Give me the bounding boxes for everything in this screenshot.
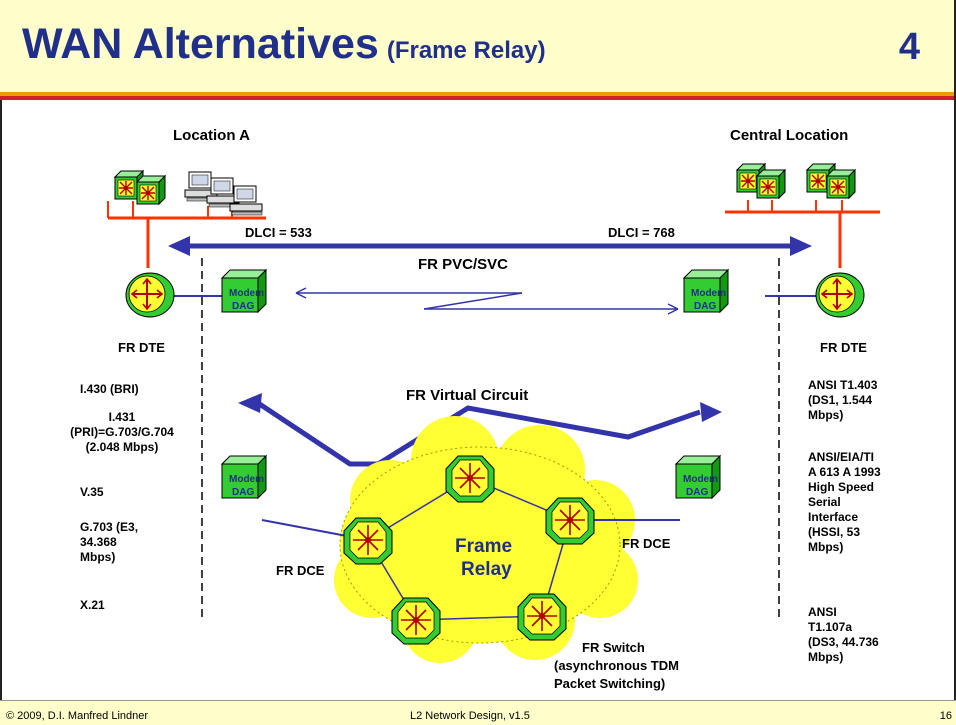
right-if-3-line1: ANSI [808,605,837,619]
modem-bottom-left: Modem DAG [221,455,267,499]
frame-border-left [0,100,2,700]
left-if-2-line1: I.431 [108,410,136,424]
location-a-label: Location A [173,127,250,144]
title-main: WAN Alternatives [22,20,379,68]
pvc-label: FR PVC/SVC [418,256,508,273]
right-interface-1: ANSI T1.403 (DS1, 1.544 Mbps) [808,378,877,423]
fr-dte-right-label: FR DTE [820,340,867,355]
right-if-2-line3: High Speed [808,480,875,494]
slide-header: WAN Alternatives (Frame Relay) 4 [0,0,956,92]
modem-bottom-left-text: Modem [229,474,264,485]
left-if-4-line3: Mbps) [80,550,116,564]
modem-bottom-right-dag: DAG [686,487,708,498]
header-divider-orange [0,92,956,96]
right-if-3-line4: Mbps) [808,650,844,664]
left-if-1-line: I.430 (BRI) [80,382,139,396]
right-if-2-line6: (HSSI, 53 [808,525,861,539]
modem-top-right: Modem DAG [683,269,729,313]
fr-switch-left [343,517,393,565]
fr-switch-bottom-right [517,593,567,641]
right-if-2-line5: Interface [808,510,859,524]
left-if-5-line: X.21 [80,598,105,612]
right-if-3-line2: T1.107a [808,620,853,634]
fr-switch-caption: FR Switch (asynchronous TDM Packet Switc… [554,640,679,691]
modem-bottom-left-dag: DAG [232,487,254,498]
left-interface-2: I.431 (PRI)=G.703/G.704 (2.048 Mbps) [58,410,186,455]
left-if-4-line2: 34.368 [80,535,117,549]
right-if-2-line4: Serial [808,495,841,509]
footer-slide-number: 16 [939,710,952,722]
fr-dce-left-label: FR DCE [276,563,325,578]
title-subtitle: (Frame Relay) [386,37,546,64]
right-if-2-line2: A 613 A 1993 [808,465,881,479]
fr-dte-right-router [815,272,865,318]
left-interface-4: G.703 (E3, 34.368 Mbps) [80,520,138,565]
header-divider-red [0,96,956,100]
modem-top-right-text: Modem [691,288,726,299]
right-if-1-line1: ANSI T1.403 [808,378,878,392]
right-if-2-line7: Mbps) [808,540,844,554]
cloud-label-line2: Relay [461,559,512,580]
left-if-3-line: V.35 [80,485,104,499]
fr-dce-right-label: FR DCE [622,536,671,551]
location-a-workstation-3 [229,185,263,216]
fr-switch-top [445,455,495,503]
left-if-2-line3: (2.048 Mbps) [85,440,159,454]
right-interface-2: ANSI/EIA/TI A 613 A 1993 High Speed Seri… [808,450,881,555]
leased-line-zigzag [295,287,679,315]
central-location-lan [725,163,880,268]
switch-caption-line2: (asynchronous TDM [554,658,679,673]
slide-title: WAN Alternatives (Frame Relay) [22,20,546,69]
modem-top-left: Modem DAG [221,269,267,313]
fr-switch-right [545,497,595,545]
right-interface-3: ANSI T1.107a (DS3, 44.736 Mbps) [808,605,879,665]
modem-top-left-text: Modem [229,288,264,299]
right-if-1-line3: Mbps) [808,408,844,422]
modem-top-left-dag: DAG [232,301,254,312]
left-interface-5: X.21 [80,598,105,613]
fr-dte-left-router [125,272,175,318]
switch-caption-line1: FR Switch [582,640,645,655]
section-number: 4 [898,26,920,68]
location-a-server-2 [136,175,166,205]
left-interface-1: I.430 (BRI) [80,382,139,397]
switch-caption-line3: Packet Switching) [554,676,665,691]
right-if-1-line2: (DS1, 1.544 [808,393,873,407]
right-if-3-line3: (DS3, 44.736 [808,635,879,649]
central-location-label: Central Location [730,127,848,144]
pvc-arrow [168,236,812,256]
cloud-label-line1: Frame [455,536,512,557]
fr-dte-left-label: FR DTE [118,340,165,355]
dlci-left-label: DLCI = 533 [245,225,312,240]
left-interface-3: V.35 [80,485,104,500]
modem-top-right-dag: DAG [694,301,716,312]
modem-bottom-right: Modem DAG [675,455,721,499]
frame-relay-diagram: Location A Central Location DLCI = 533 D… [107,127,880,691]
dlci-right-label: DLCI = 768 [608,225,675,240]
virtual-circuit-label: FR Virtual Circuit [406,387,528,404]
footer-course: L2 Network Design, v1.5 [410,710,530,722]
frame-border-right [954,0,956,700]
fr-switch-bottom-left [391,597,441,645]
modem-bottom-right-text: Modem [683,474,718,485]
location-a-lan [107,170,266,268]
central-server-4 [826,169,856,199]
central-server-2 [756,169,786,199]
right-if-2-line1: ANSI/EIA/TI [808,450,875,464]
footer-copyright: © 2009, D.I. Manfred Lindner [6,710,149,722]
left-if-4-line1: G.703 (E3, [80,520,139,534]
left-if-2-line2: (PRI)=G.703/G.704 [70,425,174,439]
slide-footer: © 2009, D.I. Manfred Lindner L2 Network … [0,700,956,725]
